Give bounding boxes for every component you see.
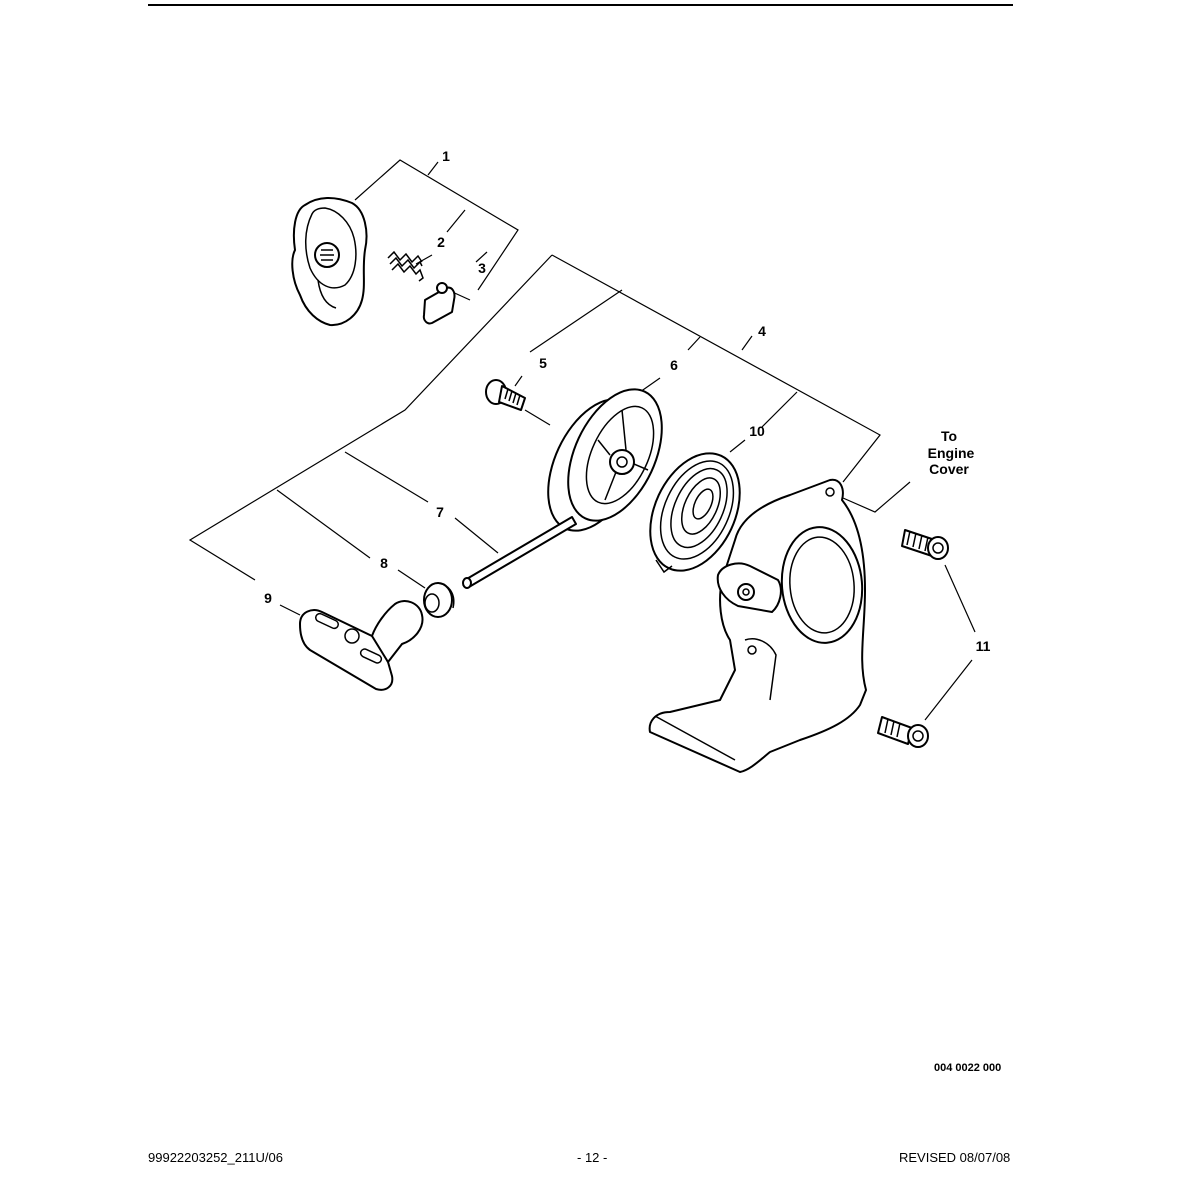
- part-9-starter-handle: [299, 600, 424, 691]
- callout-11: 11: [976, 638, 991, 654]
- callout-labels: 1 2 3 4 5 6 7 8 9 10 11: [264, 148, 991, 654]
- part-7-starter-rope: [462, 516, 577, 589]
- part-11-screw-upper: [901, 529, 949, 560]
- part-6-rope-pulley: [547, 388, 663, 532]
- part-8-handle-insert: [423, 582, 455, 618]
- callout-8: 8: [380, 555, 388, 571]
- callout-2: 2: [437, 234, 445, 250]
- figure-id: 004 0022 000: [934, 1062, 1002, 1074]
- part-2-pawl-spring: [387, 250, 424, 282]
- part-1-pawl-carrier: [291, 197, 368, 327]
- note-line-3: Cover: [929, 461, 969, 477]
- callout-10: 10: [749, 423, 765, 439]
- callout-6: 6: [670, 357, 678, 373]
- footer-revision-date: REVISED 08/07/08: [899, 1150, 1011, 1165]
- part-11-screw-lower: [877, 716, 929, 748]
- callout-9: 9: [264, 590, 272, 606]
- header-rule: [148, 4, 1013, 6]
- note-line-1: To: [941, 428, 957, 444]
- part-5-screw: [485, 379, 526, 411]
- callout-4: 4: [758, 323, 766, 339]
- part-4-starter-housing: [648, 478, 867, 773]
- part-10-recoil-spring: [649, 452, 741, 574]
- callout-5: 5: [539, 355, 547, 371]
- callout-7: 7: [436, 504, 444, 520]
- part-3-pawl: [422, 282, 456, 325]
- footer-page-number: - 12 -: [577, 1150, 608, 1165]
- footer-document-number: 99922203252_211U/06: [148, 1150, 283, 1165]
- callout-1: 1: [442, 148, 450, 164]
- note-line-2: Engine: [928, 445, 975, 461]
- to-engine-cover-note: To Engine Cover: [928, 428, 975, 477]
- leader-lines: [188, 159, 976, 721]
- callout-3: 3: [478, 260, 486, 276]
